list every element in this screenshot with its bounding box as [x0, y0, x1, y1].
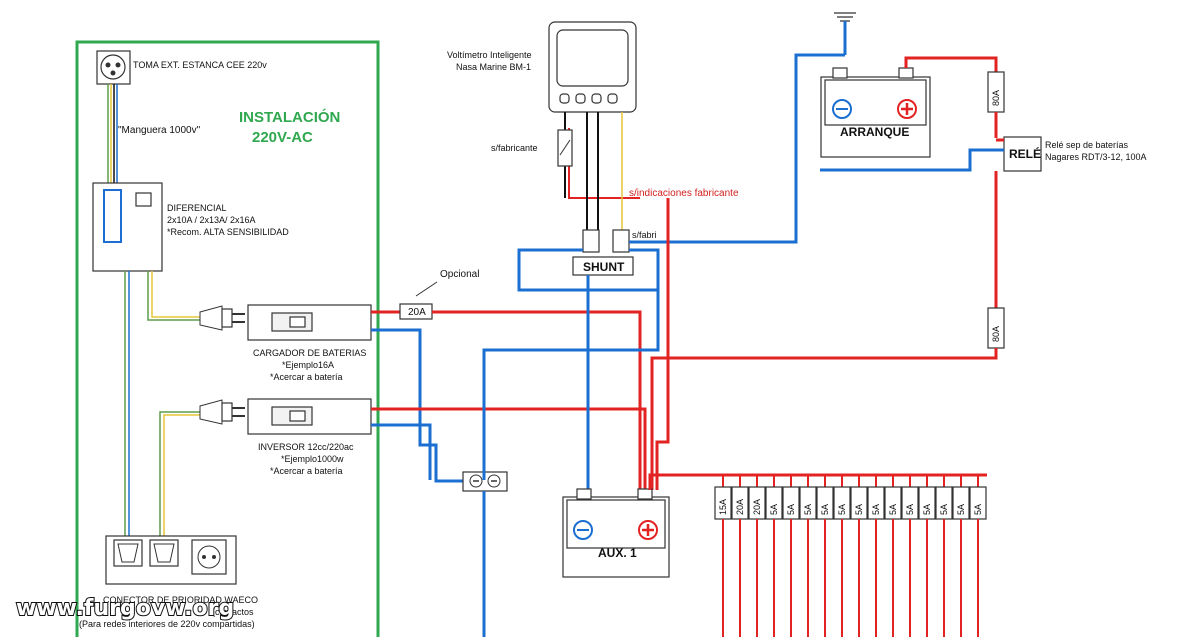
s-fabri-label: s/fabri: [632, 230, 657, 240]
fuse-80a-top-label: 80A: [991, 90, 1001, 106]
cargador-line2: *Ejemplo16A: [282, 360, 334, 370]
watermark: www.furgovw.org: [16, 596, 234, 621]
shunt-label: SHUNT: [583, 260, 625, 274]
arranque-label: ARRANQUE: [840, 125, 909, 139]
battery-charger: [247, 304, 372, 341]
fuse-label: 15A: [718, 499, 728, 515]
battery-monitor: [548, 21, 637, 113]
rele-desc-line2: Nagares RDT/3-12, 100A: [1045, 152, 1147, 162]
rcd-breaker: [92, 182, 163, 272]
opcional-label: Opcional: [440, 269, 479, 280]
diferencial-line3: *Recom. ALTA SENSIBILIDAD: [167, 227, 289, 237]
fuse-80a-mid-label: 80A: [991, 326, 1001, 342]
conector-line1: CONECTOR DE PRIORIDAD WAECO: [103, 595, 258, 605]
inversor-line3: *Acercar a batería: [270, 466, 343, 476]
battery-relay: [1003, 136, 1042, 172]
fuse-label: 5A: [888, 504, 898, 515]
diferencial-title: DIFERENCIAL: [167, 203, 227, 213]
install-title-line1: INSTALACIÓN: [239, 108, 340, 126]
diferencial-line2: 2x10A / 2x13A/ 2x16A: [167, 215, 256, 225]
fuse-label: 5A: [769, 504, 779, 515]
install-title-line2: 220V-AC: [252, 129, 313, 146]
starter-battery: [820, 67, 931, 158]
charger-plug: [199, 305, 245, 331]
fuse-label: 20A: [735, 499, 745, 515]
ac-installation-frame: [75, 40, 380, 637]
fuse-label: 5A: [871, 504, 881, 515]
toma-label: TOMA EXT. ESTANCA CEE 220v: [133, 60, 267, 70]
fuse-label: 5A: [803, 504, 813, 515]
voltimetro-line2: Nasa Marine BM-1: [456, 62, 531, 72]
fuse-label: 5A: [905, 504, 915, 515]
s-indicaciones-label: s/indicaciones fabricante: [629, 188, 739, 199]
conector-line2: (contactos: [212, 607, 254, 617]
manguera-label: "Manguera 1000v": [118, 125, 201, 136]
inversor-line2: *Ejemplo1000w: [281, 454, 344, 464]
fuse-label: 5A: [820, 504, 830, 515]
rele-label: RELÉ: [1009, 146, 1041, 161]
fuse-label: 5A: [956, 504, 966, 515]
inverter-plug: [199, 399, 245, 425]
s-fabricante-label: s/fabricante: [491, 143, 538, 153]
aux-label: AUX. 1: [598, 546, 637, 560]
outdoor-socket: [96, 50, 131, 85]
fuse-label: 20A: [752, 499, 762, 515]
fuse-20a-label: 20A: [408, 307, 426, 318]
fuse-label: 5A: [973, 504, 983, 515]
voltimetro-line1: Voltímetro Inteligente: [447, 50, 532, 60]
aux-battery: [562, 488, 670, 578]
fuse-label: 5A: [786, 504, 796, 515]
rele-desc-line1: Relé sep de baterías: [1045, 140, 1129, 150]
fuse-label: 5A: [854, 504, 864, 515]
fuse-label: 5A: [922, 504, 932, 515]
conector-line3: (Para redes interiores de 220v compartid…: [79, 619, 255, 629]
cargador-title: CARGADOR DE BATERIAS: [253, 348, 366, 358]
shunt: [572, 229, 634, 276]
cargador-line3: *Acercar a batería: [270, 372, 343, 382]
battery-switch: [462, 471, 508, 492]
fuse-label: 5A: [939, 504, 949, 515]
inverter: [247, 398, 372, 435]
inversor-title: INVERSOR 12cc/220ac: [258, 442, 354, 452]
fuse-bank: 15A 20A 20A 5A 5A 5A 5A 5A 5A 5A 5A 5A 5A 5A 5A 5A: [714, 475, 987, 637]
priority-connector: [105, 535, 237, 585]
fuse-label: 5A: [837, 504, 847, 515]
ground-symbol: [834, 12, 856, 55]
